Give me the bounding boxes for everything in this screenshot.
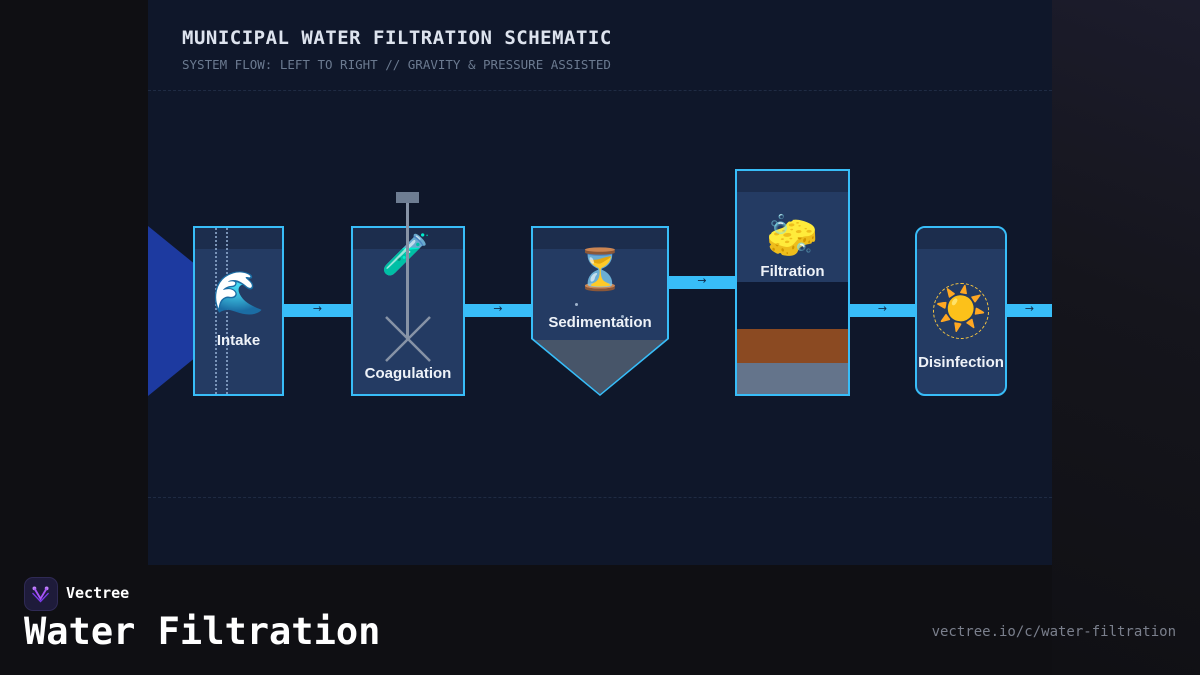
divider-bottom bbox=[148, 497, 1052, 498]
uv-ring bbox=[933, 283, 989, 339]
sediment-particle bbox=[596, 325, 599, 328]
flow-arrow: → bbox=[1024, 302, 1035, 315]
tank-cap bbox=[737, 171, 848, 192]
pipe-coagulation-sedimentation: → bbox=[465, 302, 531, 317]
sedimentation-interior: ⏳ Sedimentation bbox=[533, 228, 667, 394]
filter-sand-layer bbox=[737, 363, 848, 394]
sponge-icon: 🧽 bbox=[766, 211, 819, 260]
sun-icon: ☀️ bbox=[934, 284, 988, 333]
stage-label-coagulation: Coagulation bbox=[364, 365, 452, 382]
intake-tank: 🌊 Intake bbox=[193, 226, 284, 396]
stage-label-sedimentation: Sedimentation bbox=[548, 314, 652, 331]
flow-arrow: → bbox=[493, 302, 503, 315]
divider-top bbox=[148, 90, 1052, 91]
pipe-filtration-disinfection: → bbox=[850, 302, 915, 317]
background-gradient bbox=[1052, 0, 1200, 675]
disinfection-tank: ☀️ Disinfection bbox=[915, 226, 1007, 396]
page-url[interactable]: vectree.io/c/water-filtration bbox=[931, 624, 1176, 640]
tank-cap bbox=[533, 228, 667, 249]
test-tube-icon: 🧪 bbox=[381, 231, 431, 278]
tank-cap bbox=[917, 228, 1005, 249]
stage-label-filtration: Filtration bbox=[760, 263, 825, 280]
sediment-particle bbox=[575, 303, 578, 306]
intake-screen bbox=[226, 228, 228, 394]
diagram-subtitle: SYSTEM FLOW: LEFT TO RIGHT // GRAVITY & … bbox=[182, 57, 611, 72]
pipe-sedimentation-filtration: → bbox=[669, 274, 735, 289]
sedimentation-tank: ⏳ Sedimentation bbox=[531, 226, 669, 396]
mixer-motor bbox=[396, 192, 419, 203]
pipe-outlet: → bbox=[1007, 302, 1052, 317]
filter-water-layer bbox=[737, 282, 848, 329]
page-title: Water Filtration bbox=[24, 610, 381, 653]
stage-label-intake: Intake bbox=[216, 332, 261, 349]
stage-label-disinfection: Disinfection bbox=[918, 354, 1004, 371]
diagram-title: MUNICIPAL WATER FILTRATION SCHEMATIC bbox=[182, 27, 612, 49]
flow-arrow: → bbox=[697, 274, 707, 287]
flow-arrow: → bbox=[877, 302, 888, 315]
hourglass-icon: ⏳ bbox=[575, 247, 625, 293]
intake-screen bbox=[215, 228, 217, 394]
filtration-tank: 🧽 Filtration bbox=[735, 169, 850, 396]
vectree-logo-icon bbox=[24, 577, 58, 611]
flow-arrow: → bbox=[312, 302, 323, 315]
mixer-blades-icon bbox=[385, 316, 431, 362]
diagram-canvas: MUNICIPAL WATER FILTRATION SCHEMATIC SYS… bbox=[148, 0, 1052, 565]
tank-cap bbox=[195, 228, 282, 249]
filter-gravel-layer bbox=[737, 329, 848, 363]
mixer-shaft bbox=[406, 200, 409, 340]
wave-icon: 🌊 bbox=[212, 268, 265, 317]
pipe-intake-coagulation: → bbox=[284, 302, 351, 317]
sludge-hopper bbox=[533, 340, 667, 394]
intake-cone bbox=[148, 226, 194, 396]
brand-name: Vectree bbox=[66, 584, 130, 602]
sediment-particle bbox=[621, 315, 624, 318]
